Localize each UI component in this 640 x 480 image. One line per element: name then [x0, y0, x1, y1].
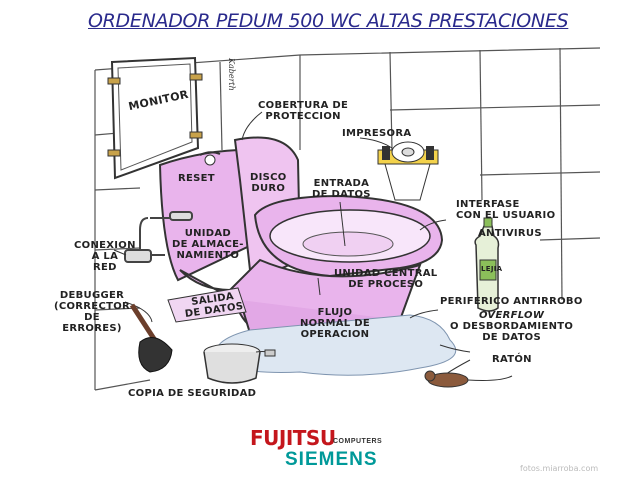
- label-disco-line1: DISCO: [250, 172, 287, 183]
- label-unidad-central-line2: DE PROCESO: [348, 279, 424, 290]
- label-interfase-line2: CON EL USUARIO: [456, 210, 556, 221]
- label-lejia: LEJIA: [481, 265, 503, 273]
- label-unidad-almacenamiento: UNIDAD DE ALMACE- NAMIENTO: [172, 228, 244, 261]
- label-overflow-line2: O DESBORDAMIENTO: [450, 321, 574, 332]
- label-antivirus: ANTIVIRUS: [478, 228, 542, 239]
- siemens-logo: SIEMENS: [285, 449, 378, 470]
- label-overflow-line3: DE DATOS: [482, 332, 541, 343]
- fujitsu-logo: FUJITSU: [250, 426, 336, 450]
- leader-lines: [113, 111, 471, 375]
- label-interfase-line1: INTERFASE: [456, 199, 520, 210]
- label-overflow-line1: OVERFLOW: [478, 310, 545, 321]
- salida-arrow: [167, 287, 247, 323]
- label-cobertura: COBERTURA DE PROTECCION: [258, 100, 348, 122]
- label-conexion-line1: CONEXION: [74, 240, 136, 251]
- label-copia: COPIA DE SEGURIDAD: [128, 388, 257, 399]
- page-title: ORDENADOR PEDUM 500 WC ALTAS PRESTACIONE…: [88, 10, 569, 32]
- mouse-raton: [424, 370, 513, 388]
- artist-signature: Kaberth: [227, 58, 236, 91]
- label-conexion-line3: RED: [93, 262, 117, 273]
- label-overflow: OVERFLOW O DESBORDAMIENTO DE DATOS: [450, 310, 573, 343]
- label-conexion: CONEXION A LA RED: [74, 240, 136, 273]
- label-debugger-line2: (CORRECTOR: [54, 301, 131, 312]
- label-unidad-central: UNIDAD CENTRAL DE PROCESO: [334, 268, 437, 290]
- label-entrada-line2: DE DATOS: [312, 189, 371, 200]
- bleach-bottle-antivirus: [474, 217, 500, 312]
- label-entrada: ENTRADA DE DATOS: [312, 178, 371, 200]
- plunger-debugger: [129, 303, 173, 373]
- label-raton: RATÓN: [492, 354, 532, 365]
- label-debugger-line1: DEBUGGER: [59, 290, 125, 301]
- label-unidad-central-line1: UNIDAD CENTRAL: [334, 268, 438, 279]
- label-debugger: DEBUGGER (CORRECTOR DE ERRORES): [54, 290, 130, 334]
- label-conexion-line2: A LA: [91, 251, 119, 262]
- label-cobertura-line2: PROTECCION: [265, 111, 341, 122]
- label-debugger-line3: DE: [84, 312, 100, 323]
- label-disco: DISCO DURO: [250, 172, 287, 194]
- mirror-monitor: [107, 56, 203, 180]
- label-flujo-line3: OPERACION: [300, 329, 370, 340]
- label-entrada-line1: ENTRADA: [313, 178, 370, 189]
- bucket-backup: [203, 343, 276, 384]
- label-flujo-line2: NORMAL DE: [300, 318, 370, 329]
- label-periferico: PERIFERICO ANTIRROBO: [440, 296, 583, 307]
- computers-logo-text: COMPUTERS: [333, 438, 383, 445]
- label-unidad-alm-line1: UNIDAD: [184, 228, 232, 239]
- label-disco-line2: DURO: [251, 183, 286, 194]
- label-flujo-line1: FLUJO: [317, 307, 353, 318]
- water-pipe: [124, 211, 193, 263]
- label-unidad-alm-line2: DE ALMACE-: [172, 239, 244, 250]
- label-flujo: FLUJO NORMAL DE OPERACION: [300, 307, 370, 340]
- toilet-paper-printer: [377, 141, 439, 201]
- watermark: fotos.miarroba.com: [520, 464, 599, 473]
- label-reset: RESET: [178, 173, 215, 184]
- label-debugger-line4: ERRORES): [62, 323, 122, 334]
- label-unidad-alm-line3: NAMIENTO: [176, 250, 240, 261]
- label-interfase: INTERFASE CON EL USUARIO: [456, 199, 555, 221]
- label-impresora: IMPRESORA: [342, 128, 412, 139]
- label-cobertura-line1: COBERTURA DE: [258, 100, 349, 111]
